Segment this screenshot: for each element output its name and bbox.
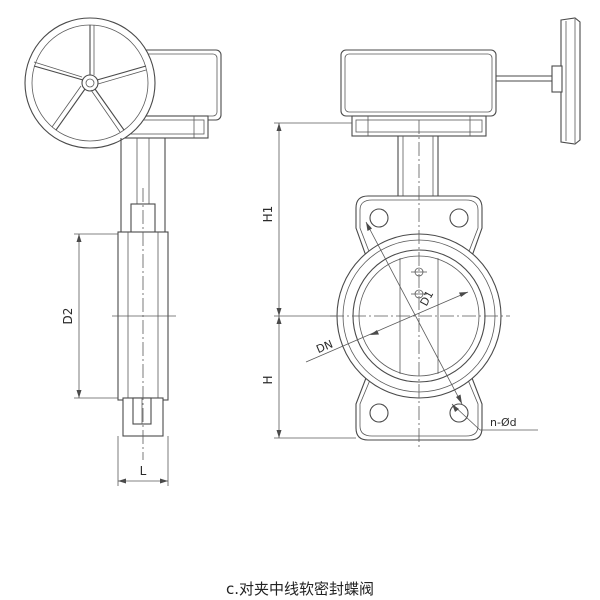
label-dn: DN [314, 338, 334, 356]
side-view [24, 17, 222, 460]
dimension-d1: D1 [365, 221, 463, 405]
front-view [330, 17, 581, 450]
label-h: H [261, 375, 275, 384]
figure-caption: c.对夹中线软密封蝶阀 [225, 580, 375, 598]
dimension-holes: n-Ød [451, 403, 538, 431]
label-l: L [140, 464, 147, 478]
label-d2: D2 [61, 308, 75, 325]
dimension-l: L [117, 436, 169, 486]
dimension-d2: D2 [61, 233, 118, 399]
label-holes: n-Ød [490, 416, 517, 429]
dimension-h1-h: H1 H [261, 122, 356, 439]
handwheel-front [551, 17, 581, 145]
dimension-dn: DN [305, 291, 469, 363]
label-h1: H1 [261, 206, 275, 223]
label-d1: D1 [418, 288, 437, 308]
handwheel-side [24, 17, 156, 149]
